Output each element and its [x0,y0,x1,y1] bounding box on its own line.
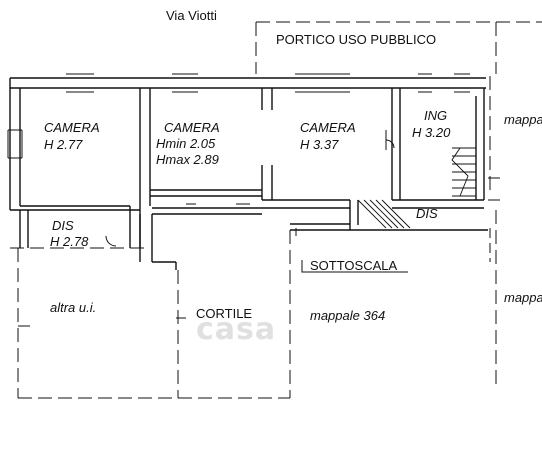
partition-wall [391,88,401,200]
outer-wall [152,207,262,215]
window [295,73,350,93]
sottoscala-label: SOTTOSCALA [310,258,398,273]
cortile-label: CORTILE [196,306,253,321]
partition-wall [139,88,151,206]
partition-wall [261,165,273,200]
door [385,130,395,150]
room-camera-1-name: CAMERA [44,120,100,135]
room-camera-1-height: H 2.77 [44,137,83,152]
partition-wall [150,189,262,197]
outer-wall [475,88,485,200]
partition-wall [152,261,177,270]
stair [451,147,469,197]
partition-wall [139,214,153,262]
window [418,73,432,93]
room-dis-1-height: H 2.78 [50,234,89,249]
outer-wall [10,77,486,89]
partition-wall [19,210,29,248]
room-ing-name: ING [424,108,448,123]
outer-wall [9,78,21,210]
window [7,129,23,159]
mappa-label-top: mappa [504,112,542,127]
room-camera-2-name: CAMERA [164,120,220,135]
altra-ui-label: altra u.i. [50,300,97,315]
street-label: Via Viotti [166,8,217,23]
outer-wall [262,199,350,209]
boundary-line [255,21,542,74]
outer-wall [10,205,140,211]
mappa-label-right: mappa [504,290,542,305]
outer-wall [349,200,359,230]
window [488,177,500,201]
door [105,235,117,247]
partition-wall [261,88,273,110]
room-dis-2-name: DIS [416,206,438,221]
portico-label: PORTICO USO PUBBLICO [276,32,437,47]
room-camera-2-hmax: Hmax 2.89 [156,152,219,167]
stair [357,199,411,229]
partition-wall [290,223,488,231]
window [454,73,470,93]
window [66,73,94,93]
room-ing-height: H 3.20 [412,125,451,140]
room-camera-2-hmin: Hmin 2.05 [156,136,216,151]
window [172,73,198,93]
leader-line [301,260,408,273]
watermark: casa [196,312,277,347]
mappale-364-label: mappale 364 [310,308,386,323]
room-camera-3-height: H 3.37 [300,137,339,152]
boundary-line [10,247,290,399]
room-dis-1-name: DIS [52,218,74,233]
boundary-line [177,230,291,398]
partition-wall [129,206,141,248]
room-camera-3-name: CAMERA [300,120,356,135]
outer-wall [392,199,484,209]
boundary-line [489,76,497,390]
